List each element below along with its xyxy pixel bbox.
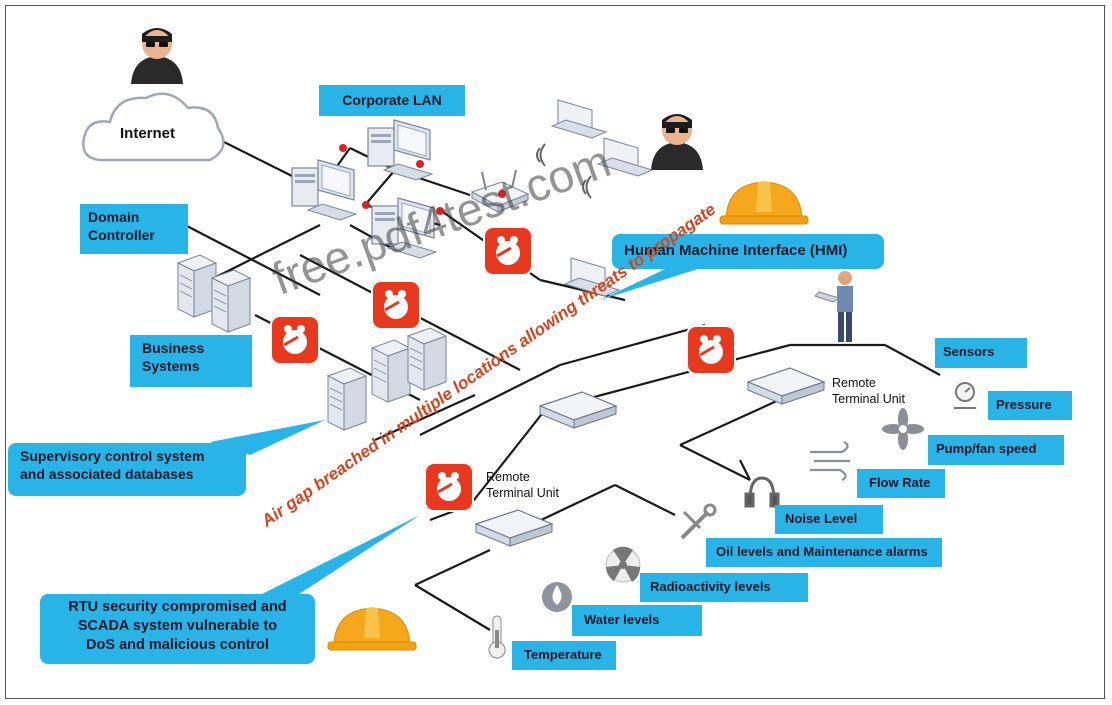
water-drop-icon: [542, 582, 572, 612]
domain-controller-label: Domain Controller: [80, 204, 188, 254]
radioactivity-label: Radioactivity levels: [640, 573, 808, 602]
rtu-bottom-label: Remote Terminal Unit: [486, 470, 559, 500]
temperature-label: Temperature: [512, 641, 616, 670]
malware-bug-icon: [424, 462, 474, 512]
noise-level-label: Noise Level: [775, 505, 883, 534]
flow-rate-label: Flow Rate: [857, 469, 945, 498]
business-systems-label: Business Systems: [130, 335, 252, 387]
headphones-icon: [744, 476, 780, 508]
sensors-label: Sensors: [935, 338, 1027, 368]
wrench-icon: [680, 503, 717, 540]
diagram-frame: [5, 5, 1105, 699]
rtu-compromised-callout: RTU security compromised and SCADA syste…: [40, 594, 315, 664]
corporate-lan-label: Corporate LAN: [319, 85, 465, 116]
water-levels-label: Water levels: [572, 605, 702, 636]
malware-bug-icon: [483, 226, 533, 276]
malware-bug-icon: [371, 280, 421, 330]
pressure-label: Pressure: [988, 391, 1072, 420]
fan-icon: [882, 408, 924, 450]
oil-levels-label: Oil levels and Maintenance alarms: [706, 538, 942, 567]
operator-icon: [814, 271, 853, 342]
wind-icon: [810, 441, 850, 481]
internet-label: Internet: [120, 125, 176, 142]
wifi-icon: [536, 143, 592, 199]
rtu-top-label: Remote Terminal Unit: [832, 376, 905, 406]
pump-fan-speed-label: Pump/fan speed: [928, 435, 1064, 465]
router-icon: [470, 169, 530, 213]
cloud-icon: [82, 92, 225, 162]
malware-bug-icon: [686, 325, 736, 375]
supervisory-system-label: Supervisory control system and associate…: [8, 443, 246, 496]
gauge-icon: [954, 382, 976, 409]
malware-bug-icon: [270, 315, 320, 365]
link-nodes: [339, 144, 444, 215]
hmi-label: Human Machine Interface (HMI): [612, 234, 884, 269]
thermometer-icon: [488, 615, 506, 659]
radiation-icon: [605, 546, 641, 583]
